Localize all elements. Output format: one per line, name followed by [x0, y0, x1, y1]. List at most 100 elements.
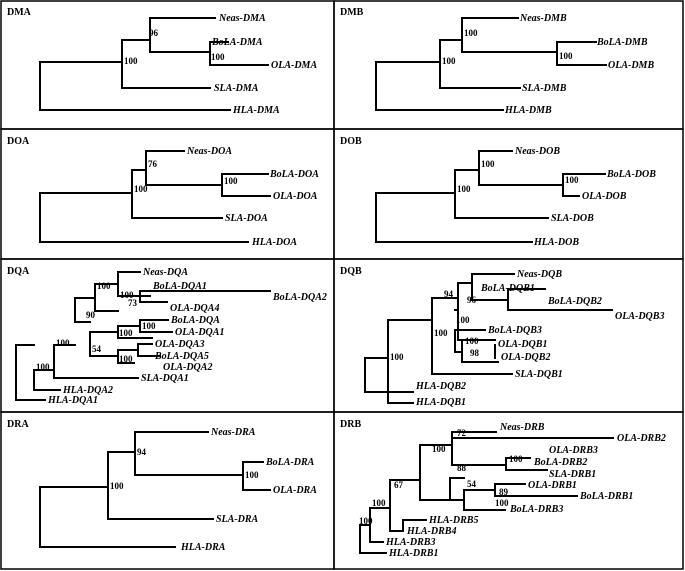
leaf-label: Neas-DRA — [210, 427, 256, 438]
leaf-label: BoLA-DQB3 — [487, 325, 542, 336]
leaf-label: BoLA-DMA — [211, 37, 263, 48]
bootstrap-value: 100 — [457, 184, 471, 194]
bootstrap-value: 54 — [92, 344, 102, 354]
panel-title-dqa: DQA — [7, 266, 30, 277]
leaf-label: OLA-DQA2 — [163, 362, 212, 373]
bootstrap-value: 54 — [467, 479, 477, 489]
bootstrap-value: 100 — [120, 290, 134, 300]
leaf-label: SLA-DOB — [551, 213, 594, 224]
bootstrap-value: 100 — [464, 28, 478, 38]
bootstrap-value: 100 — [359, 516, 373, 526]
leaf-label: OLA-DQB1 — [498, 339, 547, 350]
leaf-label: OLA-DMB — [608, 60, 654, 71]
bootstrap-value: 100 — [110, 481, 124, 491]
leaf-label: BoLA-DRB3 — [509, 504, 563, 515]
leaf-label: Neas-DOA — [186, 146, 232, 157]
leaf-label: OLA-DRB3 — [549, 445, 598, 456]
leaf-label: HLA-DRB4 — [406, 526, 456, 537]
leaf-label: HLA-DQB1 — [415, 397, 466, 408]
tree-doa: Neas-DOABoLA-DOAOLA-DOASLA-DOAHLA-DOA761… — [39, 146, 319, 248]
tree-dob: Neas-DOB BoLA-DOB OLA-DOB SLA-DOB HLA-DOB 100… — [375, 146, 656, 248]
bootstrap-value: 100 — [211, 52, 225, 62]
leaf-label: Neas-DOB — [514, 146, 560, 157]
bootstrap-value: 100 — [134, 184, 148, 194]
panel-title-dra: DRA — [7, 419, 29, 430]
bootstrap-value: 89 — [499, 487, 509, 497]
leaf-label: BoLA-DRA — [265, 457, 315, 468]
leaf-label: SLA-DMA — [214, 83, 259, 94]
bootstrap-value: 94 — [444, 289, 454, 299]
leaf-label: OLA-DRB1 — [528, 480, 577, 491]
tree-dmb: Neas-DMBBoLA-DMBOLA-DMBSLA-DMBHLA-DMB100… — [375, 13, 654, 116]
bootstrap-value: 96 — [467, 295, 477, 305]
panel-title-drb: DRB — [340, 419, 361, 430]
leaf-label: HLA-DOA — [251, 237, 297, 248]
bootstrap-value: 100 — [119, 328, 133, 338]
bootstrap-value: 73 — [128, 298, 138, 308]
leaf-label: SLA-DQB1 — [515, 369, 563, 380]
bootstrap-value: 100 — [372, 498, 386, 508]
leaf-label: BoLA-DQB2 — [547, 296, 602, 307]
tree-dqa: Neas-DQABoLA-DQA1BoLA-DQA2OLA-DQA4BoLA-D… — [15, 267, 327, 406]
leaf-label: HLA-DQA2 — [62, 385, 113, 396]
bootstrap-value: 88 — [457, 463, 467, 473]
leaf-label: BoLA-DOB — [606, 169, 656, 180]
leaf-label: HLA-DQA1 — [47, 395, 98, 406]
leaf-label: OLA-DQA1 — [175, 327, 224, 338]
bootstrap-value: 98 — [470, 348, 480, 358]
bootstrap-value: 100 — [559, 51, 573, 61]
bootstrap-value: 100 — [224, 176, 238, 186]
bootstrap-value: 72 — [457, 428, 467, 438]
bootstrap-value: 90 — [86, 310, 96, 320]
bootstrap-value: 100 — [434, 328, 448, 338]
tree-dqb: Neas-DQBBoLA-DQB1BoLA-DQB2OLA-DQB3BoLA-D… — [364, 269, 664, 408]
leaf-label: HLA-DMB — [504, 105, 552, 116]
bootstrap-value: 100 — [481, 159, 495, 169]
leaf-label: OLA-DOB — [582, 191, 627, 202]
leaf-label: HLA-DOB — [533, 237, 579, 248]
leaf-label: Neas-DMA — [218, 13, 266, 24]
leaf-label: HLA-DRB5 — [428, 515, 478, 526]
leaf-label: SLA-DQA1 — [141, 373, 189, 384]
bootstrap-value: 96 — [149, 28, 159, 38]
bootstrap-value: 94 — [137, 447, 147, 457]
leaf-label: OLA-DQB3 — [615, 311, 664, 322]
leaf-label: SLA-DOA — [225, 213, 268, 224]
bootstrap-value: 100 — [432, 444, 446, 454]
bootstrap-value: 100 — [36, 362, 50, 372]
bootstrap-value: 100 — [56, 338, 70, 348]
leaf-label: OLA-DRB2 — [617, 433, 666, 444]
bootstrap-value: 100 — [509, 454, 523, 464]
leaf-label: HLA-DRB3 — [385, 537, 435, 548]
leaf-label: HLA-DRA — [180, 542, 226, 553]
tree-dma: Neas-DMABoLA-DMAOLA-DMASLA-DMAHLA-DMA961… — [39, 13, 317, 116]
leaf-label: SLA-DRB1 — [549, 469, 596, 480]
panel-title-dqb: DQB — [340, 266, 362, 277]
panel-title-dmb: DMB — [340, 7, 364, 18]
leaf-label: Neas-DRB — [499, 422, 545, 433]
tree-dra: Neas-DRABoLA-DRAOLA-DRASLA-DRAHLA-DRA941… — [39, 427, 317, 553]
bootstrap-value: 67 — [394, 480, 404, 490]
bootstrap-value: 100 — [456, 315, 470, 325]
leaf-label: OLA-DRA — [273, 485, 317, 496]
panel-title-doa: DOA — [7, 136, 30, 147]
bootstrap-value: 100 — [97, 281, 111, 291]
leaf-label: BoLA-DQA2 — [272, 292, 327, 303]
leaf-label: OLA-DQB2 — [501, 352, 550, 363]
leaf-label: BoLA-DOA — [269, 169, 319, 180]
panel-title-dma: DMA — [7, 7, 32, 18]
leaf-label: OLA-DOA — [273, 191, 318, 202]
leaf-label: BoLA-DQB1 — [480, 283, 535, 294]
leaf-label: HLA-DRB1 — [388, 548, 438, 559]
bootstrap-value: 100 — [390, 352, 404, 362]
leaf-label: HLA-DQB2 — [415, 381, 466, 392]
tree-layer: Neas-DMABoLA-DMAOLA-DMASLA-DMAHLA-DMA961… — [15, 13, 666, 559]
leaf-label: HLA-DMA — [232, 105, 280, 116]
leaf-label: OLA-DQA3 — [155, 339, 204, 350]
leaf-label: BoLA-DQA5 — [154, 351, 209, 362]
leaf-label: BoLA-DQA — [170, 315, 220, 326]
bootstrap-value: 100 — [119, 354, 133, 364]
leaf-label: BoLA-DRB1 — [579, 491, 633, 502]
panel-frame-drb — [333, 411, 684, 570]
